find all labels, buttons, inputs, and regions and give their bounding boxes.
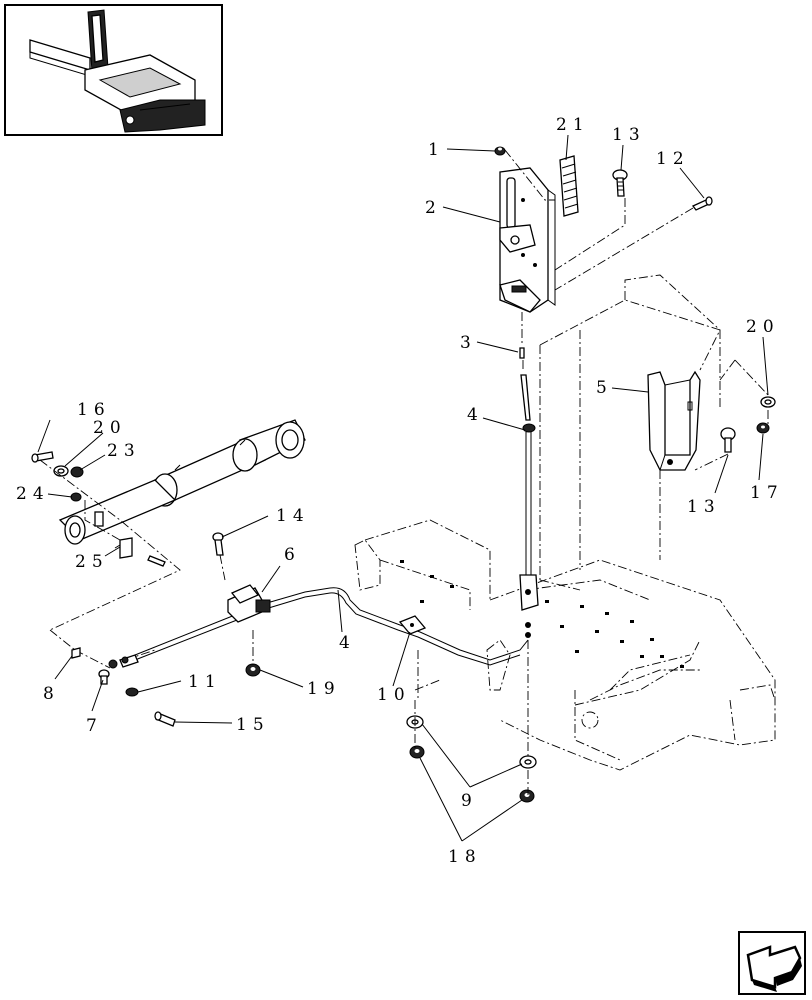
cable-clamp-6 (227, 584, 271, 623)
nut-18-left (409, 745, 425, 759)
callout-9: 9 (461, 791, 478, 811)
callout-4-lower: 4 (339, 633, 356, 653)
callout-20-left: 20 (93, 418, 127, 438)
callout-10: 10 (377, 685, 411, 705)
previous-page-arrow-icon[interactable] (738, 931, 806, 995)
washer-20-left (53, 465, 69, 477)
leader-lines (37, 134, 769, 842)
callout-25: 25 (75, 552, 109, 572)
callout-16: 16 (77, 400, 111, 420)
clip-10 (398, 615, 427, 635)
callout-19: 19 (307, 679, 341, 699)
callout-6: 6 (284, 545, 301, 565)
callout-12: 12 (656, 149, 690, 169)
bolt-12 (691, 196, 713, 211)
callout-2: 2 (425, 198, 442, 218)
upright-support-phantom (539, 274, 721, 591)
nut-1 (494, 146, 506, 156)
nut-23 (70, 466, 84, 478)
callout-14: 14 (276, 506, 310, 526)
carriage-bolt-13-top (612, 169, 628, 197)
clip-25 (114, 537, 166, 567)
control-cable (108, 587, 529, 669)
pin-8 (71, 647, 81, 659)
decal (559, 155, 579, 217)
callout-3: 3 (460, 333, 477, 353)
callout-labels: 1 2 21 13 12 3 4 5 20 13 17 16 20 23 24 … (16, 115, 784, 867)
carriage-bolt-13-right (720, 427, 736, 453)
callout-18: 18 (448, 847, 482, 867)
nut-24 (70, 492, 82, 502)
callout-4-upper: 4 (467, 405, 484, 425)
callout-8: 8 (43, 684, 60, 704)
callout-17: 17 (750, 483, 784, 503)
guard-5 (647, 370, 701, 471)
hardware-phantom-lines (252, 149, 769, 795)
bolt-14 (212, 532, 226, 581)
callout-15: 15 (236, 715, 270, 735)
callout-23: 23 (107, 441, 141, 461)
hydraulic-cylinder (58, 419, 306, 545)
bolt-16 (31, 451, 54, 463)
callout-21: 21 (556, 115, 590, 135)
location-thumbnail (4, 4, 223, 136)
callout-13-top: 13 (612, 125, 646, 145)
nut-19 (245, 663, 261, 677)
callout-24: 24 (16, 484, 50, 504)
nut-11 (125, 687, 139, 697)
callout-11: 11 (188, 672, 222, 692)
callout-13-right: 13 (687, 497, 721, 517)
washer-9-right (519, 755, 537, 769)
callout-1: 1 (428, 140, 445, 160)
nut-17 (756, 422, 770, 434)
callout-20-right: 20 (746, 317, 780, 337)
callout-7: 7 (86, 716, 103, 736)
bolt-7 (98, 669, 110, 685)
bolt-15 (154, 711, 176, 727)
callout-5: 5 (596, 378, 613, 398)
washer-20-right (760, 396, 776, 408)
platform-phantom (354, 519, 776, 771)
pin-3 (519, 347, 525, 359)
nut-18-right (519, 789, 535, 803)
control-bracket (499, 167, 556, 313)
control-rod (519, 374, 539, 638)
